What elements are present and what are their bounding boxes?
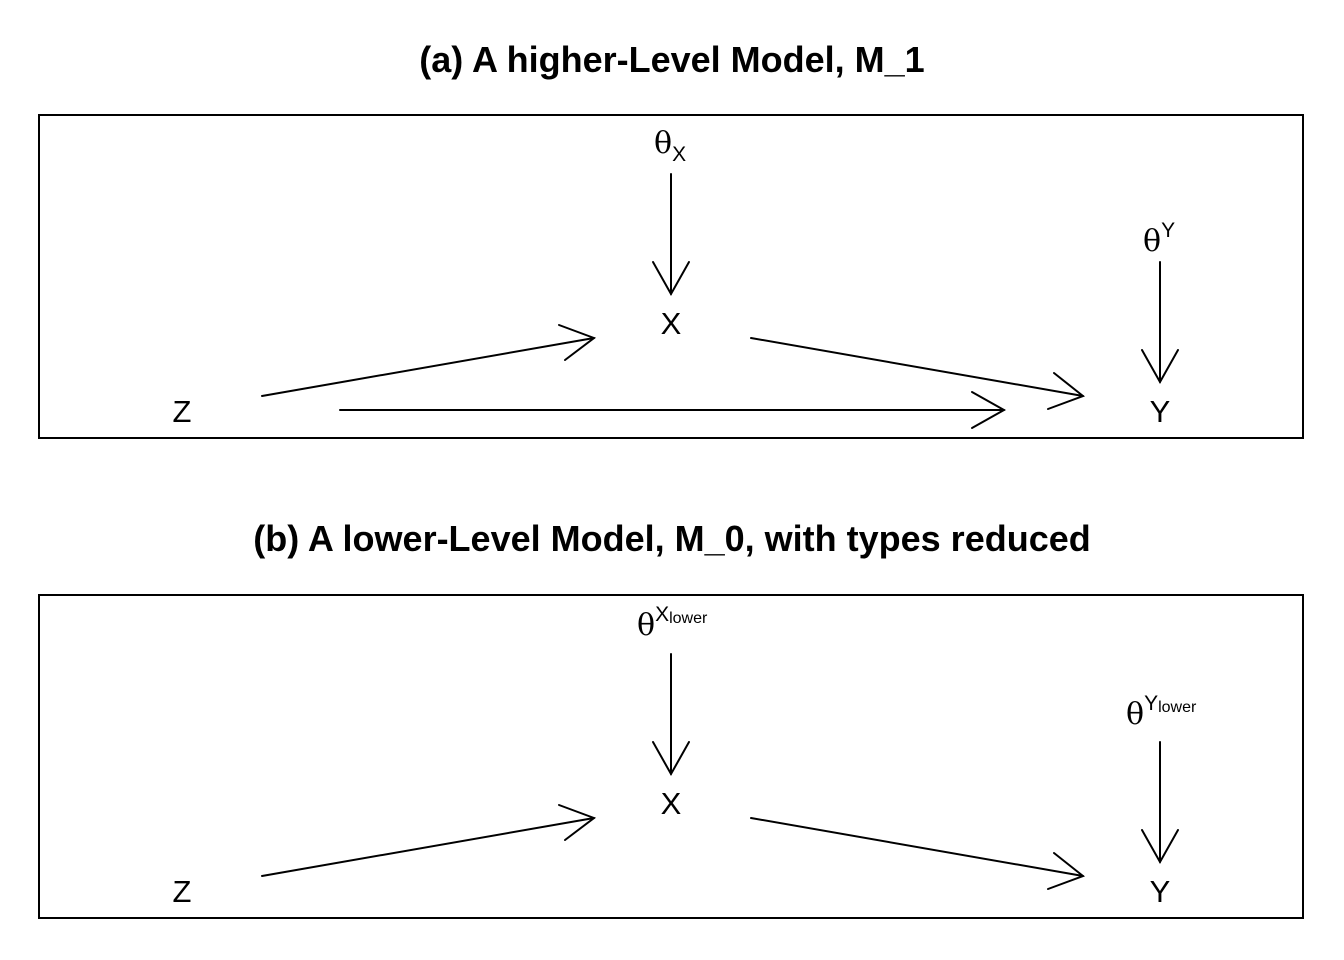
theta-subscript: X (672, 143, 687, 166)
edge-thetax-to-x (652, 173, 690, 297)
theta-script-subscript: lower (669, 610, 708, 627)
theta-symbol: θ (654, 126, 673, 161)
panel-b-node-z: Z (172, 874, 192, 909)
theta-symbol: θ (637, 608, 656, 643)
theta-superscript: Xlower (655, 603, 708, 627)
panel-b-node-x: X (660, 786, 682, 821)
panel-b-theta-x: θXlower (637, 603, 707, 643)
theta-superscript: Y (1161, 219, 1176, 242)
edge-z-to-x (261, 804, 597, 877)
theta-superscript: Ylower (1144, 692, 1197, 716)
edge-thetay-to-y (1141, 261, 1179, 385)
theta-symbol: θ (1143, 224, 1162, 259)
edge-thetax-to-x (652, 653, 690, 777)
theta-symbol: θ (1126, 697, 1145, 732)
panel-a-node-y: Y (1149, 394, 1171, 429)
edge-x-to-y (750, 817, 1086, 890)
theta-script: Y (1144, 692, 1159, 715)
panel-a-node-z: Z (172, 394, 192, 429)
edge-x-to-y (750, 337, 1086, 410)
edge-z-to-y (339, 391, 1007, 429)
panel-a-theta-y: θY (1143, 219, 1175, 259)
panel-a-frame (38, 114, 1304, 439)
edge-thetay-to-y (1141, 741, 1179, 865)
panel-b-frame (38, 594, 1304, 919)
theta-script: X (655, 603, 670, 626)
edge-z-to-x (261, 324, 597, 397)
panel-a-node-x: X (660, 306, 682, 341)
panel-b-theta-y: θYlower (1126, 692, 1196, 732)
theta-script-subscript: lower (1158, 699, 1197, 716)
panel-a-theta-x: θX (654, 126, 686, 166)
panel-b-title: (b) A lower-Level Model, M_0, with types… (253, 518, 1091, 559)
panel-b-node-y: Y (1149, 874, 1171, 909)
panel-a-title: (a) A higher-Level Model, M_1 (419, 39, 925, 80)
